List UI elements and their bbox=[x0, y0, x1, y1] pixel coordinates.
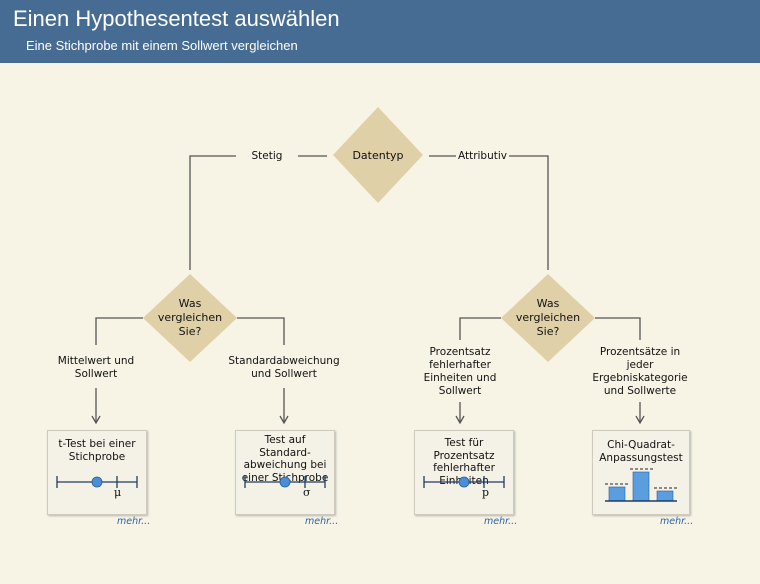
arrow-to-card-4 bbox=[635, 402, 645, 425]
connector-stetig-down bbox=[189, 155, 236, 270]
more-link-card-3[interactable]: mehr... bbox=[484, 516, 518, 527]
card-title: t-Test bei einer Stichprobe bbox=[58, 438, 136, 463]
card-title: Chi-Quadrat-Anpassungstest bbox=[599, 439, 683, 464]
more-link-card-1[interactable]: mehr... bbox=[117, 516, 151, 527]
arrow-to-card-1 bbox=[91, 388, 101, 425]
card-illustration bbox=[423, 476, 505, 488]
test-card-chi-quadrat[interactable]: Chi-Quadrat-Anpassungstest bbox=[592, 430, 690, 515]
arrow-to-card-3 bbox=[455, 402, 465, 425]
parameter-symbol: p bbox=[482, 486, 490, 499]
page-subtitle: Eine Stichprobe mit einem Sollwert vergl… bbox=[26, 38, 298, 53]
test-card-standardabweichung[interactable]: Test auf Standard-abweichung bei einer S… bbox=[235, 430, 335, 515]
estimate-marker bbox=[458, 476, 470, 488]
decision-label-right: Was vergleichen Sie? bbox=[515, 297, 581, 338]
connector-left-option-left bbox=[95, 317, 143, 345]
connector-left-option-right bbox=[237, 317, 285, 345]
header-bar: Einen Hypothesentest auswählen Eine Stic… bbox=[0, 0, 760, 63]
decision-diamond-datentyp bbox=[333, 107, 423, 203]
test-card-prozentsatz[interactable]: Test für Prozentsatz fehlerhafter Einhei… bbox=[414, 430, 514, 515]
branch-label-attributiv: Attributiv bbox=[457, 150, 508, 162]
estimate-marker bbox=[279, 476, 291, 488]
decision-diamond-right bbox=[501, 274, 595, 362]
more-link-card-2[interactable]: mehr... bbox=[305, 516, 339, 527]
connector-attributiv-down bbox=[509, 155, 549, 270]
branch-label-stetig: Stetig bbox=[251, 150, 283, 162]
test-card-t-test[interactable]: t-Test bei einer Stichprobe μ bbox=[47, 430, 147, 515]
decision-label-datentyp: Datentyp bbox=[352, 149, 404, 162]
parameter-symbol: σ bbox=[303, 486, 311, 499]
option-label-mittelwert: Mittelwert und Sollwert bbox=[57, 355, 135, 380]
page-title: Einen Hypothesentest auswählen bbox=[13, 6, 340, 31]
category-bar-3 bbox=[656, 490, 674, 502]
card-illustration bbox=[244, 476, 326, 488]
category-bar-2 bbox=[632, 471, 650, 502]
card-illustration bbox=[56, 476, 138, 488]
decision-label-left: Was vergleichen Sie? bbox=[157, 297, 223, 338]
parameter-symbol: μ bbox=[114, 486, 122, 499]
option-label-prozentsatz: Prozentsatz fehlerhafter Einheiten und S… bbox=[423, 346, 497, 397]
connector-right-option-right bbox=[595, 317, 641, 340]
arrow-to-card-2 bbox=[279, 388, 289, 425]
option-label-prozentsaetze: Prozentsätze in jeder Ergebniskategorie … bbox=[592, 346, 688, 397]
estimate-marker bbox=[91, 476, 103, 488]
card-illustration bbox=[605, 468, 677, 502]
decision-diamond-left bbox=[143, 274, 237, 362]
option-label-standardabweichung: Standardabweichung und Sollwert bbox=[228, 355, 340, 380]
category-bar-1 bbox=[608, 486, 626, 502]
more-link-card-4[interactable]: mehr... bbox=[660, 516, 694, 527]
connector-right-option-left bbox=[459, 317, 501, 340]
